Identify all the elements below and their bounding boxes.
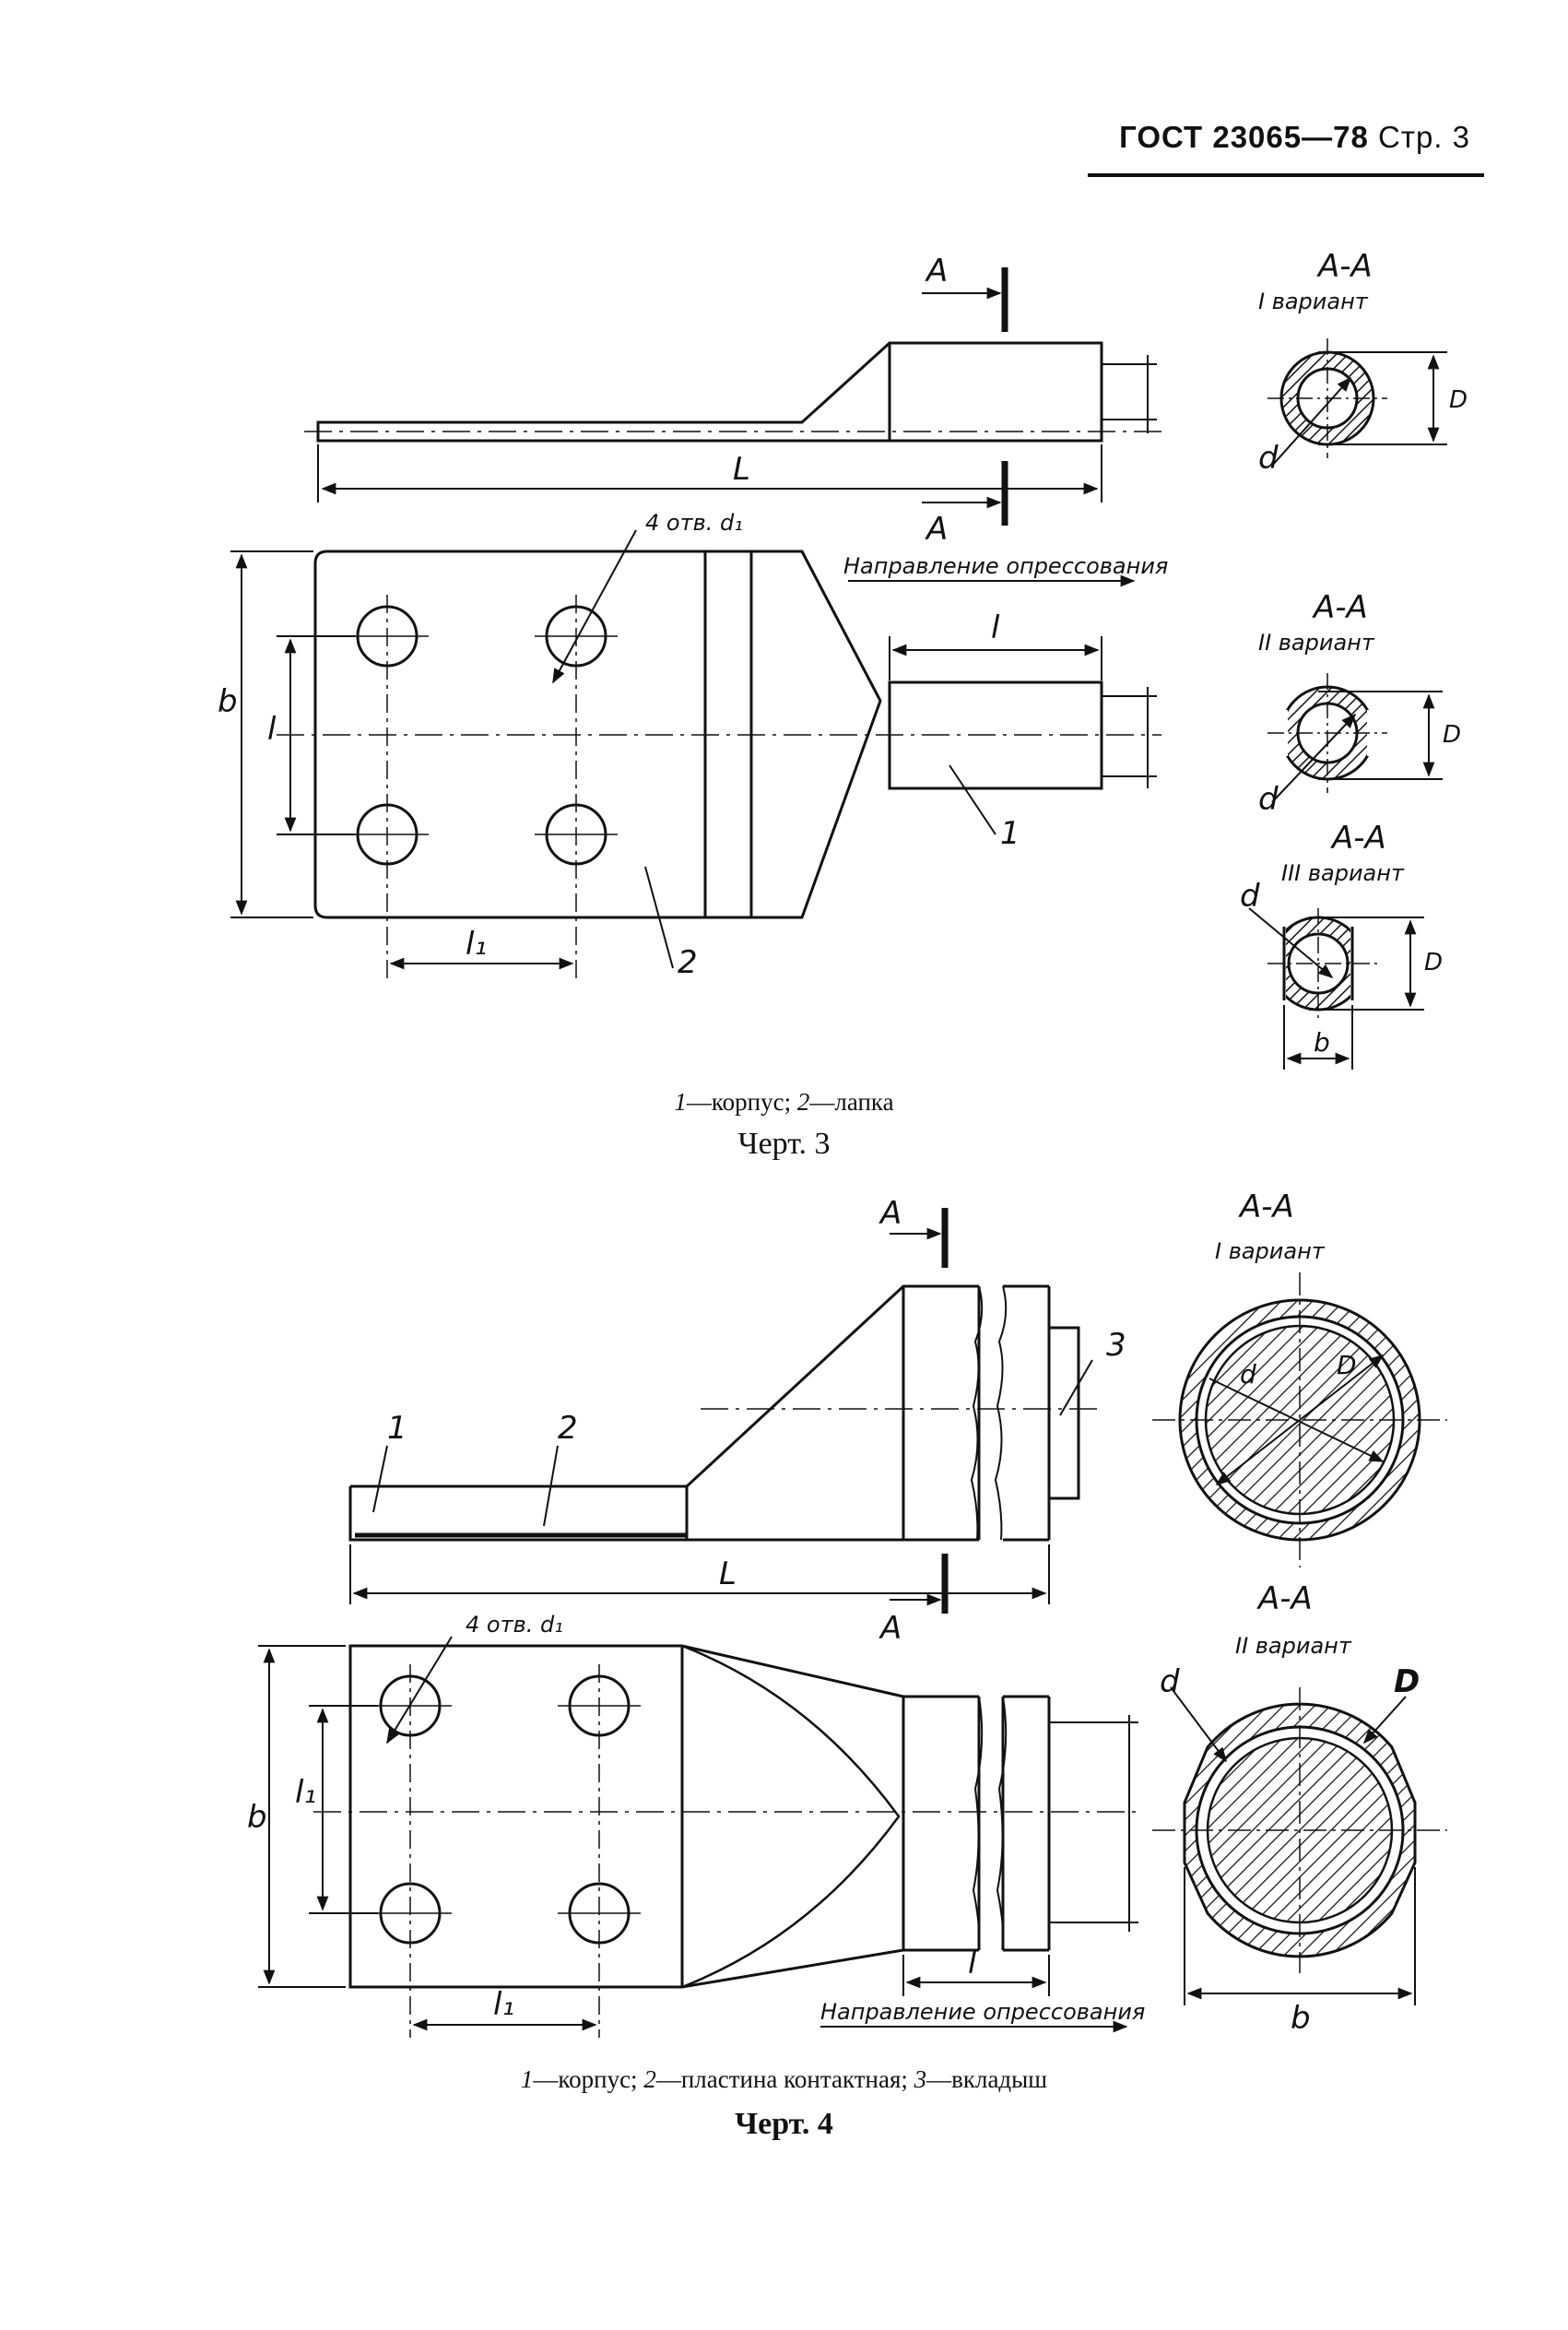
figure-4-drawing: A A L 1 2 3 b l₁ l₁ l A-A A-A d D d D b …: [247, 1189, 1447, 2038]
fig4-variant-1: I вариант: [1215, 1238, 1326, 1264]
fig3-title: Черт. 3: [737, 1127, 831, 1161]
fig3-direction-label: Направление опрессования: [843, 553, 1168, 579]
fig3-label-A-bottom: A: [925, 511, 948, 548]
fig3-variant-1: I вариант: [1258, 289, 1369, 314]
standard-number: ГОСТ 23065—78: [1119, 120, 1369, 154]
fig3-section-title-1: A-A: [1316, 248, 1373, 285]
fig3-side-body: [316, 341, 1103, 443]
fig3-caption: 1—корпус; 2—лапка: [674, 1088, 894, 1116]
fig4-dim-l1: l₁: [493, 1986, 514, 2023]
fig3-holes-label: 4 отв. d₁: [645, 510, 743, 536]
fig4-side-body: [350, 1284, 979, 1488]
fig4-holes-label: 4 отв. d₁: [466, 1612, 563, 1638]
fig3-dim-l1: l₁: [466, 926, 487, 963]
fig3-label-A-top: A: [925, 253, 948, 290]
fig3-pos-2: 2: [678, 944, 698, 981]
page-number: Стр. 3: [1378, 120, 1470, 154]
fig4-pos-1: 1: [387, 1410, 407, 1447]
fig3-dim-b3: b: [1314, 1027, 1330, 1058]
fig4-dim-D2: D: [1394, 1663, 1420, 1700]
fig3-dim-b: b: [218, 683, 238, 720]
fig3-dim-l: l: [991, 609, 1000, 646]
fig3-dim-d1: d: [1258, 440, 1279, 477]
fig4-dim-b: b: [247, 1799, 267, 1836]
fig3-dim-d2: d: [1258, 781, 1279, 818]
fig3-pos-1: 1: [1000, 815, 1020, 852]
header-rule: [1088, 173, 1484, 177]
fig3-section-title-3: A-A: [1330, 820, 1386, 857]
fig3-dim-d3: d: [1240, 878, 1260, 915]
fig4-label-A-top: A: [878, 1195, 902, 1232]
fig4-dim-l1-vert: l₁: [295, 1774, 316, 1811]
fig3-plan-body: [313, 550, 882, 919]
fig4-pos-2: 2: [558, 1410, 578, 1447]
fig3-dim-L: L: [733, 451, 750, 488]
fig4-section-title-1: A-A: [1238, 1189, 1294, 1225]
fig4-title: Черт. 4: [735, 2107, 833, 2141]
figure-3-drawing: A A L l l₁ l b 1 2 A-A A-A A-A D D D d d…: [218, 248, 1468, 1070]
fig3-dim-l-vert: l: [267, 711, 277, 748]
fig3-variant-2: II вариант: [1258, 630, 1375, 656]
fig3-dim-D2: D: [1443, 721, 1461, 749]
fig4-dim-D1: D: [1337, 1350, 1357, 1380]
page-header: ГОСТ 23065—78 Стр. 3: [1119, 120, 1470, 155]
fig3-variant-3: III вариант: [1281, 860, 1405, 886]
fig4-dim-d1: d: [1240, 1359, 1256, 1390]
fig4-dim-b2: b: [1291, 2000, 1311, 2037]
fig4-variant-2: II вариант: [1235, 1633, 1352, 1659]
fig4-dim-l: l: [968, 1945, 977, 1981]
fig4-direction-label: Направление опрессования: [820, 1999, 1145, 2025]
fig3-dim-D3: D: [1424, 949, 1443, 976]
fig4-pos-3: 3: [1106, 1327, 1126, 1364]
fig4-section-title-2: A-A: [1256, 1580, 1313, 1617]
fig3-dim-D1: D: [1449, 386, 1468, 414]
fig4-dim-d2: d: [1160, 1663, 1180, 1700]
fig3-section-title-2: A-A: [1312, 589, 1368, 626]
fig4-dim-L: L: [719, 1555, 737, 1592]
fig4-label-A-bottom: A: [878, 1610, 902, 1647]
fig4-caption: 1—корпус; 2—пластина контактная; 3—вклад…: [520, 2065, 1048, 2093]
